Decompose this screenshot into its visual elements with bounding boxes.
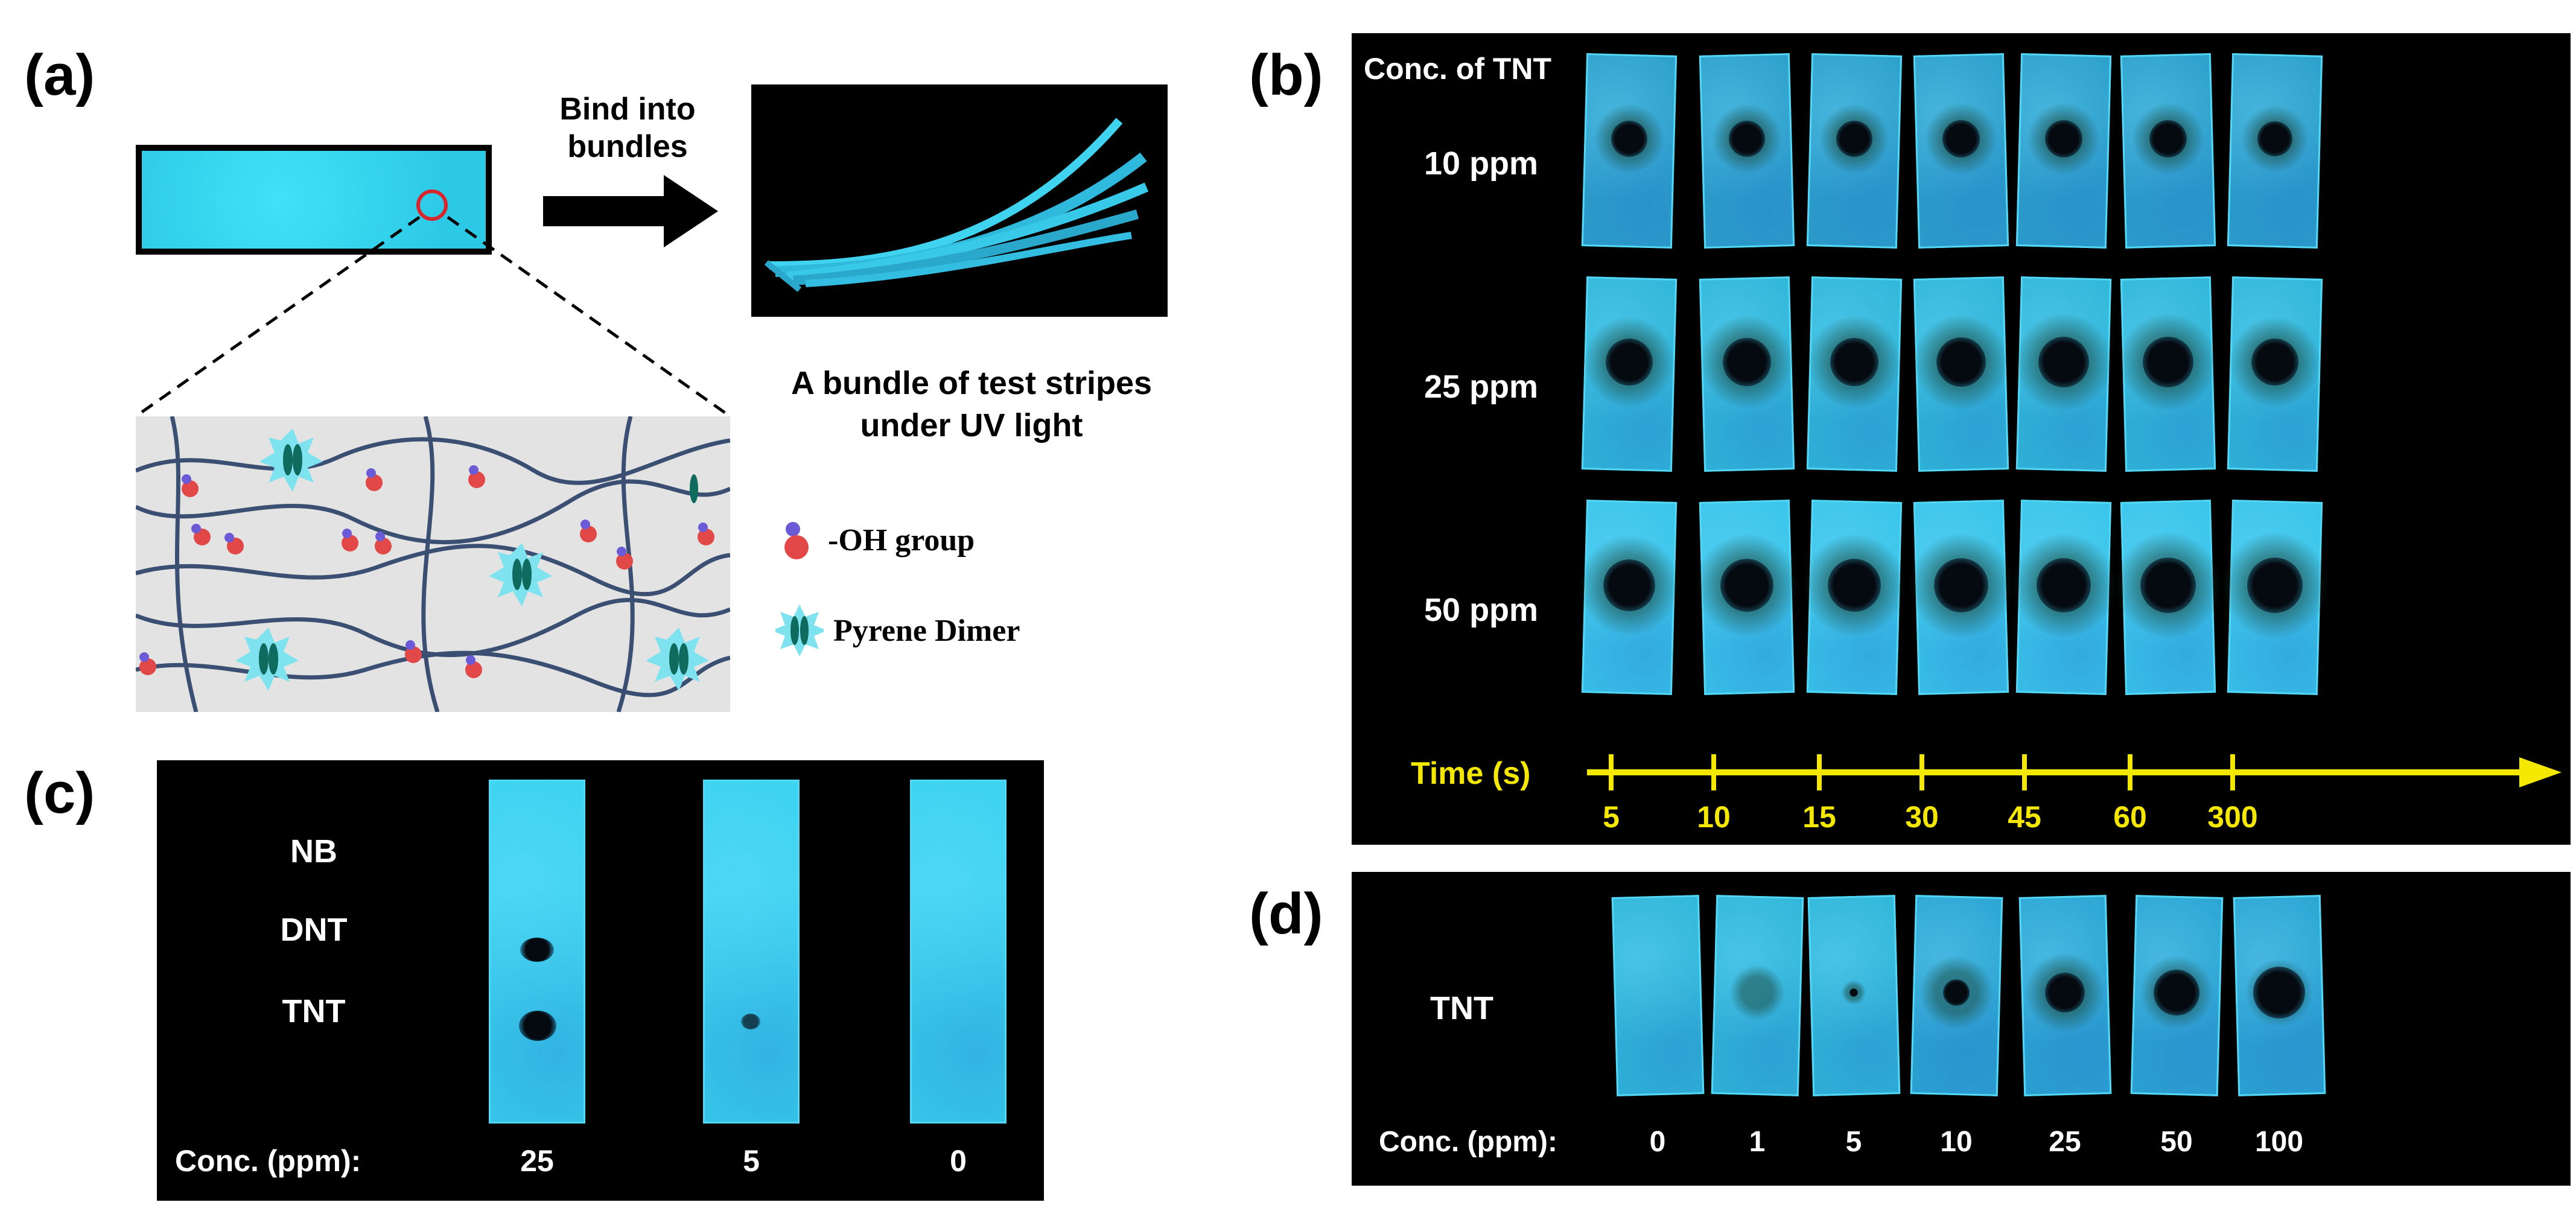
arrow-text-line1: Bind into	[559, 92, 696, 127]
bundle-caption-line2: under UV light	[860, 407, 1083, 443]
analyte-tnt: TNT	[282, 993, 346, 1029]
analyte-tnt-d: TNT	[1430, 990, 1493, 1026]
analyte-dnt: DNT	[280, 912, 348, 948]
quench-spot	[2253, 967, 2305, 1019]
polymer-network-schematic	[135, 416, 731, 713]
fiber-bundle-image	[764, 118, 1149, 292]
quench-spot	[2251, 339, 2298, 386]
conc-axis-label-d: Conc. (ppm):	[1379, 1126, 1557, 1158]
quench-spot	[2143, 337, 2193, 387]
quench-spot	[2149, 120, 2187, 157]
conc-value-5: 5	[743, 1144, 760, 1178]
time-axis-arrow	[1587, 754, 2562, 790]
bundle-caption-line1: A bundle of test stripes	[790, 365, 1153, 401]
quench-spot	[1849, 988, 1858, 997]
quench-spot	[1936, 337, 1986, 387]
spot-dnt-25ppm	[520, 938, 554, 962]
quench-spot	[2247, 558, 2303, 613]
legend-oh-group: -OH group	[778, 513, 975, 567]
row-label-10ppm: 10 ppm	[1424, 145, 1539, 182]
quench-spot	[1942, 120, 1980, 157]
quench-spot	[2045, 973, 2085, 1012]
conc-value-d: 0	[1649, 1126, 1666, 1158]
time-value: 10	[1697, 800, 1731, 834]
zoom-lines	[135, 215, 731, 418]
quench-spot	[2140, 558, 2196, 613]
legend-pyrene-label: Pyrene Dimer	[833, 613, 1020, 648]
panel-c-photo: NB DNT TNT Conc. (ppm): 25 5 0	[157, 760, 1044, 1201]
quench-halo	[1730, 965, 1784, 1020]
quench-spot	[1729, 121, 1765, 157]
conc-value-d: 25	[2049, 1126, 2081, 1158]
quench-spot	[1603, 559, 1655, 611]
panel-b-label: (b)	[1249, 43, 1323, 107]
panel-d-photo: TNT Conc. (ppm): 0 1 5 10 25 50 100	[1352, 872, 2571, 1186]
quench-spot	[1828, 559, 1881, 612]
strip-0ppm	[910, 780, 1007, 1124]
time-value: 300	[2207, 800, 2258, 834]
quench-spot	[1606, 339, 1653, 386]
pyrene-dimer-icon	[259, 428, 323, 492]
legend-pyrene-dimer: Pyrene Dimer	[775, 600, 1020, 661]
conc-value-d: 100	[2254, 1126, 2304, 1158]
quench-spot	[1943, 979, 1970, 1006]
quench-spot	[1720, 559, 1773, 612]
quench-spot	[1836, 121, 1872, 157]
quench-spot	[1934, 558, 1988, 612]
zoom-circle-marker	[416, 189, 448, 221]
time-value: 5	[1603, 800, 1620, 834]
panel-a-label: (a)	[24, 43, 95, 107]
row-label-50ppm: 50 ppm	[1424, 592, 1539, 628]
time-value: 30	[1905, 800, 1939, 834]
legend-oh-label: -OH group	[828, 523, 975, 558]
arrow-text-line2: bundles	[567, 129, 688, 164]
pyrene-dimer-icon	[775, 605, 824, 656]
strip-d-1	[1611, 895, 1705, 1096]
quench-spot	[2038, 337, 2089, 387]
right-arrow-icon	[543, 175, 718, 247]
row-label-25ppm: 25 ppm	[1424, 369, 1539, 405]
quench-spot	[1611, 121, 1647, 157]
conc-value-25: 25	[520, 1144, 554, 1178]
oh-group-icon	[784, 522, 809, 559]
time-value: 60	[2113, 800, 2147, 834]
time-axis-label: Time (s)	[1411, 756, 1531, 791]
time-value: 15	[1802, 800, 1836, 834]
spot-tnt-5ppm	[741, 1014, 760, 1029]
quench-spot	[1723, 338, 1771, 386]
panel-b-photo: Conc. of TNT 10 ppm 25 ppm 50 ppm Time (…	[1352, 33, 2571, 845]
conc-value-d: 5	[1845, 1126, 1862, 1158]
panel-c-label: (c)	[24, 761, 95, 825]
quench-spot	[2257, 121, 2292, 156]
strip-5ppm	[703, 780, 800, 1124]
conc-value-0: 0	[950, 1144, 967, 1178]
conc-header: Conc. of TNT	[1364, 52, 1552, 86]
spot-tnt-25ppm	[519, 1011, 556, 1041]
panel-d-label: (d)	[1249, 882, 1323, 946]
conc-value-d: 1	[1749, 1126, 1766, 1158]
quench-spot	[2045, 120, 2082, 157]
conc-axis-label-c: Conc. (ppm):	[175, 1144, 361, 1178]
quench-spot	[2037, 558, 2091, 612]
conc-value-d: 10	[1940, 1126, 1973, 1158]
time-value: 45	[2008, 800, 2041, 834]
quench-spot	[1830, 338, 1878, 386]
conc-value-d: 50	[2160, 1126, 2193, 1158]
analyte-nb: NB	[290, 833, 337, 869]
bundle-photo	[751, 84, 1168, 317]
quench-spot	[2154, 970, 2199, 1016]
